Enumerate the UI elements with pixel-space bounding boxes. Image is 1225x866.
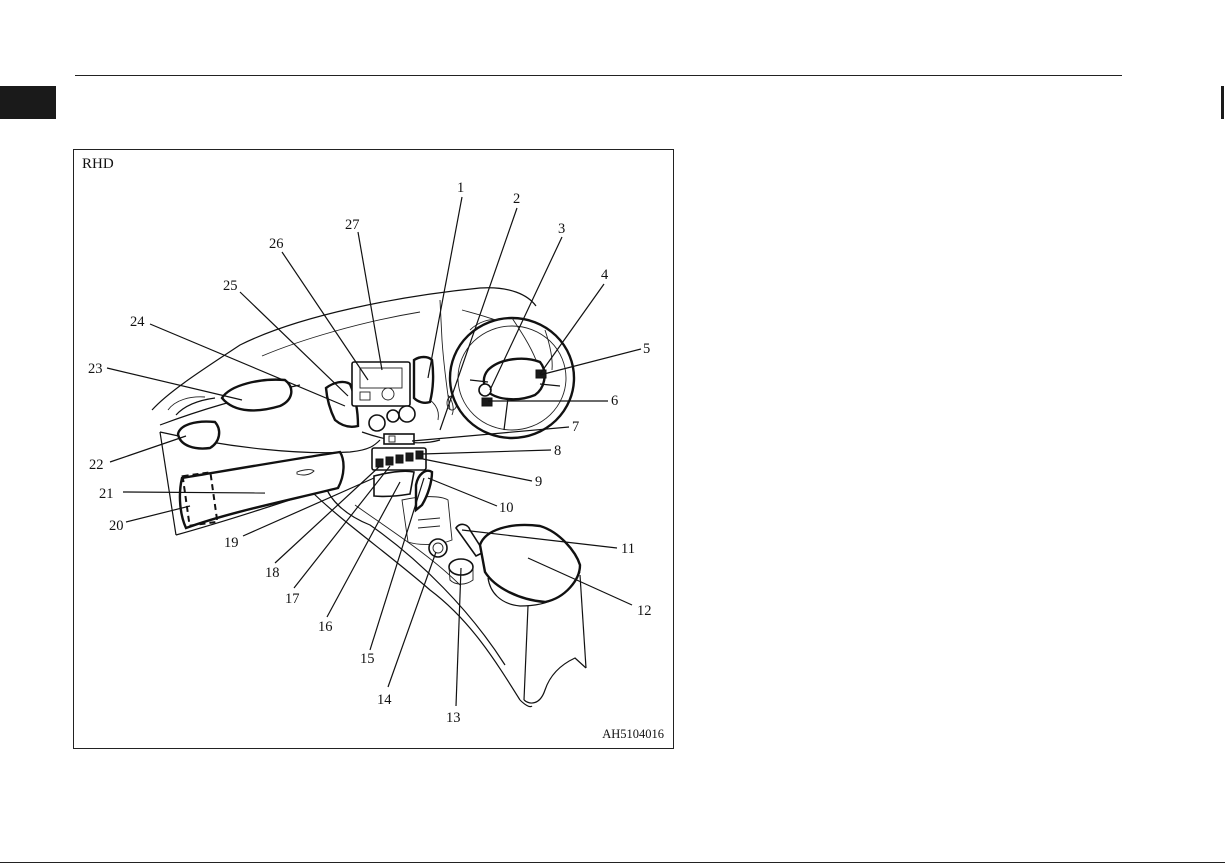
callout-24: 24 [130,314,145,330]
callout-11: 11 [621,541,635,557]
footer-rule [0,862,1225,863]
callout-25: 25 [223,278,238,294]
callout-20: 20 [109,518,124,534]
callout-15: 15 [360,651,375,667]
callout-26: 26 [269,236,284,252]
callout-labels: 1 2 3 4 5 6 7 8 9 10 11 12 13 14 15 16 1… [88,180,652,726]
callout-4: 4 [601,267,609,283]
callout-3: 3 [558,221,565,237]
glove-box [180,452,344,528]
callout-23: 23 [88,361,103,377]
accessory-socket [429,539,447,557]
callout-19: 19 [224,535,239,551]
callout-7: 7 [572,419,579,435]
armrest [480,525,586,703]
callout-27: 27 [345,217,360,233]
callout-13: 13 [446,710,461,726]
callout-12: 12 [637,603,652,619]
callout-14: 14 [377,692,392,708]
callout-18: 18 [265,565,280,581]
callout-8: 8 [554,443,561,459]
parking-brake [456,524,484,556]
callout-22: 22 [89,457,104,473]
callout-10: 10 [499,500,514,516]
callout-16: 16 [318,619,333,635]
callout-17: 17 [285,591,300,607]
callout-6: 6 [611,393,618,409]
callout-9: 9 [535,474,542,490]
callout-5: 5 [643,341,650,357]
side-vent [178,422,219,449]
callout-21: 21 [99,486,114,502]
climate-controls [369,406,415,444]
steering-wheel [450,318,574,438]
callout-2: 2 [513,191,520,207]
dash-vent [222,380,291,411]
callout-1: 1 [457,180,464,196]
